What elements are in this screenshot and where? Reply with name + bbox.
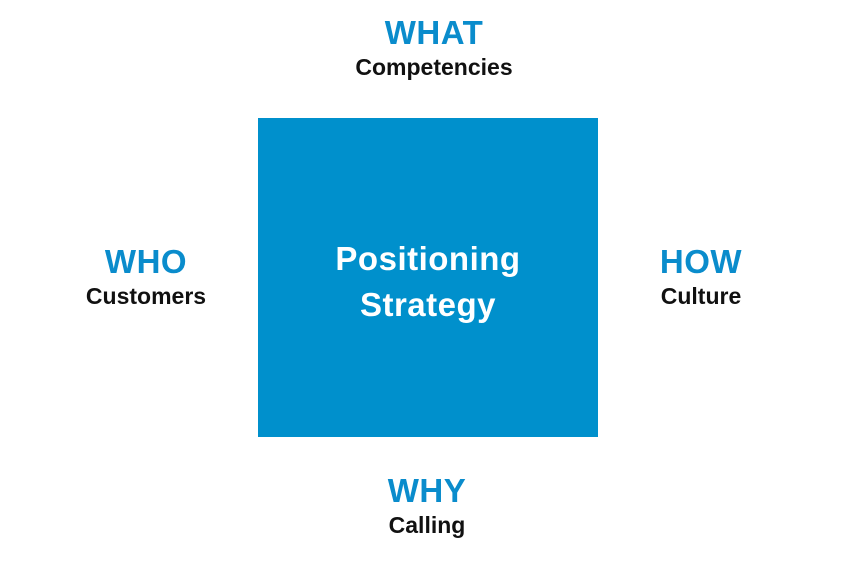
why-subtitle: Calling [388, 512, 466, 538]
center-label-line2: Strategy [359, 286, 497, 323]
what-subtitle: Competencies [355, 54, 513, 80]
how-group: HOW Culture [591, 243, 811, 311]
what-group: WHAT Competencies [324, 14, 544, 82]
what-title: WHAT [384, 14, 484, 51]
who-group: WHO Customers [36, 243, 256, 311]
center-label-line1: Positioning [335, 240, 521, 277]
center-label: Positioning Strategy [335, 236, 520, 328]
who-subtitle: Customers [85, 283, 207, 309]
why-title: WHY [387, 472, 467, 509]
who-title: WHO [104, 243, 188, 280]
why-group: WHY Calling [317, 472, 537, 540]
positioning-strategy-box: Positioning Strategy [258, 118, 598, 437]
how-subtitle: Culture [660, 283, 742, 309]
how-title: HOW [659, 243, 743, 280]
